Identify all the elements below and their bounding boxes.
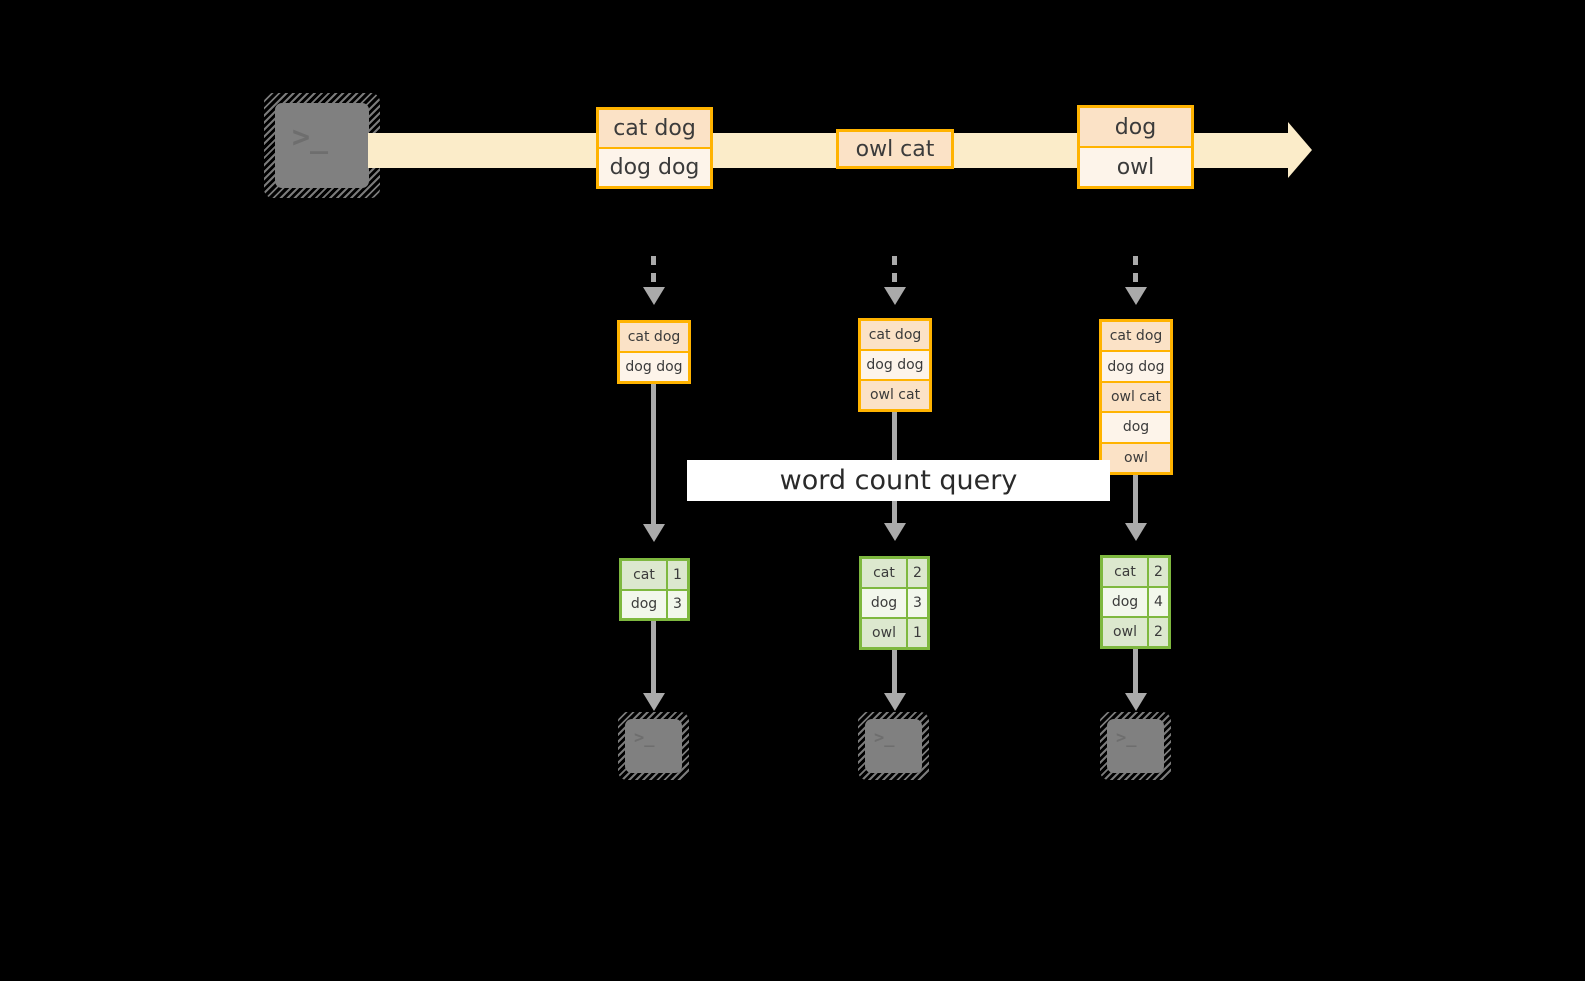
stream-arrow-head-icon [1288, 122, 1315, 178]
stage-3-feed-line [1133, 256, 1138, 290]
stream-record-line: owl [1080, 146, 1191, 186]
stage-3-query-arrowhead-icon [1125, 523, 1147, 541]
terminal-face [275, 103, 369, 188]
stage-2-feed-line [892, 256, 897, 290]
terminal-prompt-glyph: >_ [1116, 728, 1137, 748]
stage-3-query-line [1133, 475, 1138, 527]
table-row: owl 1 [862, 617, 927, 647]
stage-1-accumulated-box[interactable]: cat dog dog dog [617, 320, 691, 384]
table-cell-count: 1 [906, 619, 927, 647]
accumulated-line: dog dog [1102, 350, 1170, 381]
table-row: cat 2 [862, 559, 927, 587]
stage-3-sink-terminal-icon[interactable]: >_ [1100, 712, 1171, 780]
stage-2-sink-arrowhead-icon [884, 693, 906, 711]
terminal-prompt-glyph: >_ [292, 120, 329, 155]
accumulated-line: dog dog [861, 349, 929, 379]
table-row: cat 1 [622, 561, 687, 589]
table-cell-count: 4 [1147, 588, 1168, 616]
accumulated-line: owl [1102, 441, 1170, 473]
stage-1-result-table[interactable]: cat 1 dog 3 [619, 558, 690, 621]
table-row: cat 2 [1103, 558, 1168, 586]
accumulated-line: cat dog [620, 323, 688, 351]
query-label: word count query [687, 460, 1110, 501]
table-cell-count: 3 [906, 589, 927, 617]
table-cell-count: 3 [666, 590, 687, 618]
table-cell-word: dog [1103, 588, 1147, 616]
table-cell-word: cat [862, 559, 906, 587]
stage-3-sink-arrowhead-icon [1125, 693, 1147, 711]
stream-batch-1[interactable]: cat dog dog dog [596, 107, 713, 189]
table-cell-count: 2 [1147, 618, 1168, 646]
stream-batch-2[interactable]: owl cat [836, 129, 954, 169]
accumulated-line: dog [1102, 411, 1170, 442]
table-cell-word: cat [1103, 558, 1147, 586]
stream-record-line: dog dog [599, 147, 710, 186]
stream-record-line: owl cat [839, 132, 951, 166]
stream-batch-3[interactable]: dog owl [1077, 105, 1194, 189]
stage-2-feed-arrowhead-icon [884, 287, 906, 305]
table-cell-count: 2 [1147, 558, 1168, 586]
source-terminal-icon[interactable]: >_ [264, 93, 380, 198]
stage-1-sink-line [651, 621, 656, 697]
stage-2-result-table[interactable]: cat 2 dog 3 owl 1 [859, 556, 930, 650]
stage-2-accumulated-box[interactable]: cat dog dog dog owl cat [858, 318, 932, 412]
accumulated-line: cat dog [1102, 322, 1170, 351]
accumulated-line: owl cat [861, 379, 929, 409]
stage-2-sink-line [892, 650, 897, 697]
table-cell-count: 1 [666, 561, 687, 589]
accumulated-line: owl cat [1102, 380, 1170, 412]
stream-record-line: cat dog [599, 110, 710, 147]
stage-2-sink-terminal-icon[interactable]: >_ [858, 712, 929, 780]
terminal-prompt-glyph: >_ [874, 728, 895, 748]
terminal-face [865, 719, 922, 773]
terminal-face [1107, 719, 1164, 773]
table-cell-word: dog [622, 590, 666, 618]
stage-3-feed-arrowhead-icon [1125, 287, 1147, 305]
table-row: owl 2 [1103, 616, 1168, 646]
stage-3-accumulated-box[interactable]: cat dog dog dog owl cat dog owl [1099, 319, 1173, 475]
accumulated-line: cat dog [861, 321, 929, 349]
table-cell-count: 2 [906, 559, 927, 587]
table-row: dog 3 [862, 587, 927, 617]
stage-1-query-arrowhead-icon [643, 524, 665, 542]
table-cell-word: owl [1103, 618, 1147, 646]
table-row: dog 4 [1103, 586, 1168, 616]
stage-1-feed-line [651, 256, 656, 290]
stage-1-sink-arrowhead-icon [643, 693, 665, 711]
stage-3-result-table[interactable]: cat 2 dog 4 owl 2 [1100, 555, 1171, 649]
query-label-text: word count query [779, 465, 1018, 496]
stream-record-line: dog [1080, 108, 1191, 146]
stage-1-query-line [651, 384, 656, 528]
table-row: dog 3 [622, 588, 687, 618]
table-cell-word: dog [862, 589, 906, 617]
stage-1-sink-terminal-icon[interactable]: >_ [618, 712, 689, 780]
table-cell-word: owl [862, 619, 906, 647]
accumulated-line: dog dog [620, 351, 688, 381]
terminal-prompt-glyph: >_ [634, 728, 655, 748]
stage-2-query-arrowhead-icon [884, 523, 906, 541]
table-cell-word: cat [622, 561, 666, 589]
stage-1-feed-arrowhead-icon [643, 287, 665, 305]
stage-3-sink-line [1133, 649, 1138, 697]
terminal-face [625, 719, 682, 773]
